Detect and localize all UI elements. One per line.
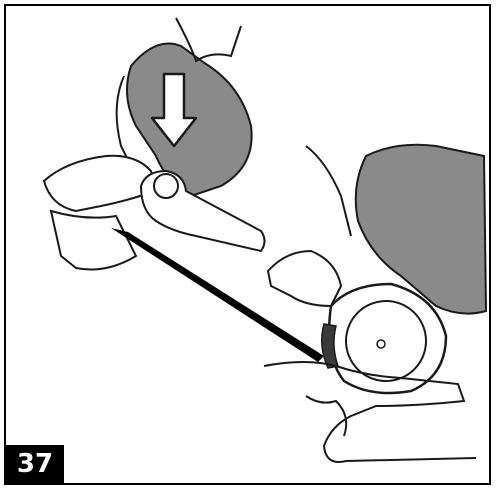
lower-scene: [264, 145, 486, 462]
step-number-badge: 37: [6, 445, 64, 483]
upper-scene: [44, 18, 265, 270]
hand-lower-top: [268, 251, 341, 306]
hand-lower-fingers: [306, 396, 346, 436]
hub-center: [377, 340, 385, 348]
hub-ring: [346, 301, 426, 381]
base-block-upper: [51, 211, 136, 270]
instruction-panel: 37: [4, 4, 491, 485]
assembly-illustration: [6, 6, 491, 485]
frame-arm-lower: [306, 146, 351, 236]
hinge-knob: [154, 174, 178, 198]
hand-upper-left: [44, 156, 156, 211]
